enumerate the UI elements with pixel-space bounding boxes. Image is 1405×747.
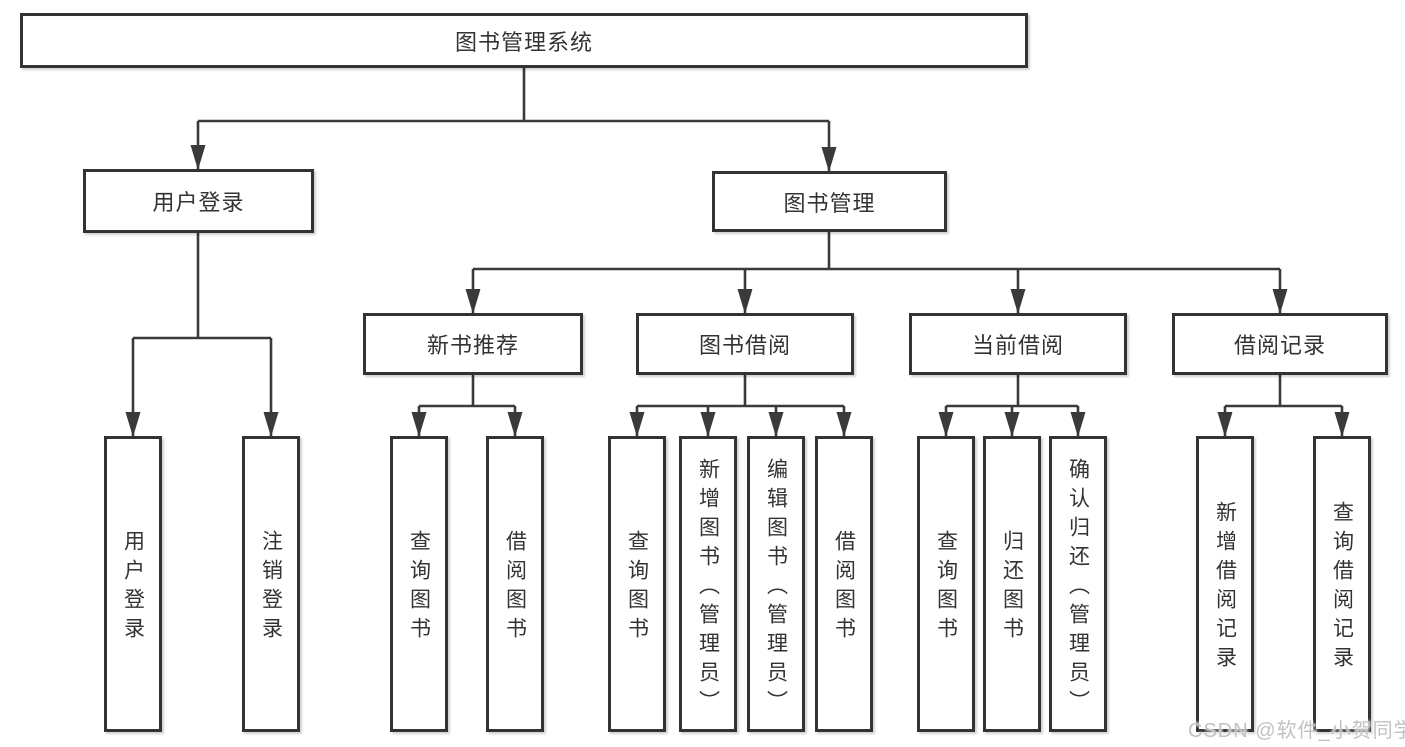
leaf-edit-books-admin: 编辑图书（管理员） bbox=[747, 436, 805, 732]
leaf-current-query-books: 查询图书 bbox=[917, 436, 975, 732]
csdn-watermark: CSDN @软件_小贺同学 bbox=[1188, 720, 1405, 742]
leaf-borrow-query-books: 查询图书 bbox=[608, 436, 666, 732]
leaf-add-books-admin: 新增图书（管理员） bbox=[679, 436, 737, 732]
node-borrow-records: 借阅记录 bbox=[1172, 313, 1388, 375]
leaf-query-borrow-record: 查询借阅记录 bbox=[1313, 436, 1371, 732]
node-book-borrow: 图书借阅 bbox=[636, 313, 854, 375]
leaf-logout: 注销登录 bbox=[242, 436, 300, 732]
node-book-management: 图书管理 bbox=[712, 171, 947, 232]
leaf-add-borrow-record: 新增借阅记录 bbox=[1196, 436, 1254, 732]
leaf-newbook-query-books: 查询图书 bbox=[390, 436, 448, 732]
node-new-book-recommend: 新书推荐 bbox=[363, 313, 583, 375]
node-current-borrow: 当前借阅 bbox=[909, 313, 1127, 375]
leaf-newbook-borrow-books: 借阅图书 bbox=[486, 436, 544, 732]
leaf-user-login: 用户登录 bbox=[104, 436, 162, 732]
leaf-borrow-books: 借阅图书 bbox=[815, 436, 873, 732]
leaf-return-books: 归还图书 bbox=[983, 436, 1041, 732]
node-user-login: 用户登录 bbox=[83, 169, 314, 233]
node-root-system: 图书管理系统 bbox=[20, 13, 1028, 68]
leaf-confirm-return-admin: 确认归还（管理员） bbox=[1049, 436, 1107, 732]
